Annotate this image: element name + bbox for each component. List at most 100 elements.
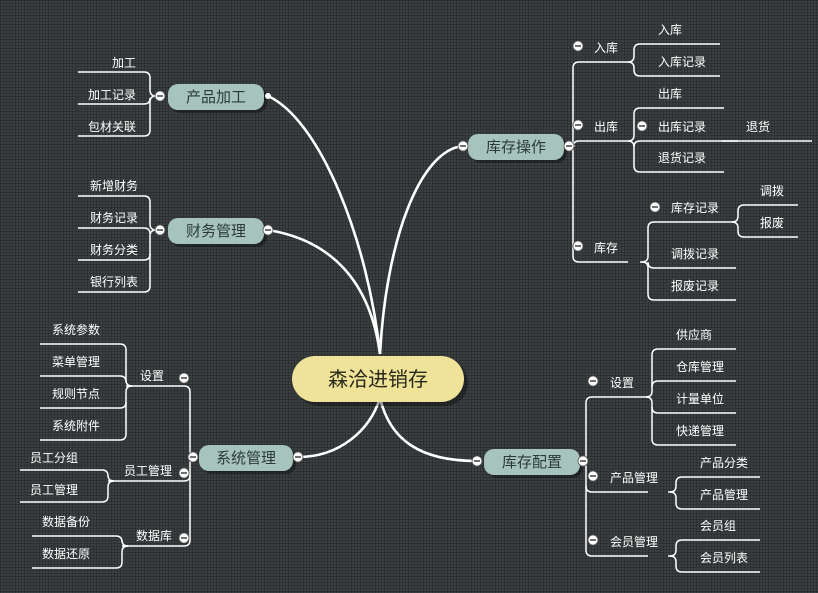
leaf-label[interactable]: 出库 xyxy=(658,86,682,101)
branch-node-b2[interactable] xyxy=(168,218,264,244)
leaf-label[interactable]: 调拨 xyxy=(760,184,784,198)
sub-toggle[interactable] xyxy=(178,467,190,479)
sub-toggle[interactable] xyxy=(587,470,599,482)
spine-system-settings-tick xyxy=(119,401,127,409)
spine-stockin-down xyxy=(627,61,641,77)
branch-node-b4[interactable] xyxy=(468,134,564,160)
leaf-label[interactable]: 员工管理 xyxy=(30,482,78,497)
spine-stock-up xyxy=(640,221,655,263)
leaf-label[interactable]: 入库 xyxy=(658,22,682,37)
branch-node-label[interactable]: 系统管理 xyxy=(216,449,276,467)
spine-cfg-settings-down xyxy=(645,396,659,446)
branch-node-label[interactable]: 产品加工 xyxy=(186,88,246,106)
spine-finance-down xyxy=(143,229,157,293)
leaf-label[interactable]: 供应商 xyxy=(676,327,712,342)
sub-toggle[interactable] xyxy=(572,40,584,52)
spine-cfg-settings-tick xyxy=(651,380,659,388)
leaf-label[interactable]: 员工分组 xyxy=(30,451,78,465)
sub-label[interactable]: 设置 xyxy=(610,376,634,390)
children-toggle-b5[interactable] xyxy=(577,455,589,467)
sub-toggle[interactable] xyxy=(178,372,190,384)
branch-node-b3[interactable] xyxy=(199,445,293,471)
leaf-label[interactable]: 菜单管理 xyxy=(52,354,100,369)
sub-toggle[interactable] xyxy=(636,120,648,132)
children-toggle-b4[interactable] xyxy=(563,140,575,152)
leaf-label[interactable]: 加工记录 xyxy=(88,88,136,102)
leaf-label[interactable]: 财务记录 xyxy=(90,210,138,225)
spine-stockcfg-up xyxy=(579,396,593,462)
sub-toggle[interactable] xyxy=(572,119,584,131)
children-toggle-b3[interactable] xyxy=(187,451,199,463)
collapse-toggle-b2[interactable] xyxy=(262,224,274,236)
sub-toggle[interactable] xyxy=(649,201,661,213)
branch-node-label[interactable]: 库存操作 xyxy=(486,138,546,156)
branch-node-b1[interactable] xyxy=(168,84,264,110)
leaf-label[interactable]: 快递管理 xyxy=(676,423,724,438)
leaf-label[interactable]: 报废记录 xyxy=(671,278,719,293)
leaf-label[interactable]: 入库记录 xyxy=(658,54,706,69)
branch-node-b5[interactable] xyxy=(484,449,580,475)
collapse-toggle-b3[interactable] xyxy=(292,451,304,463)
leaf-label[interactable]: 产品分类 xyxy=(700,456,748,470)
expand-dot-icon xyxy=(265,93,271,99)
collapse-toggle-b5[interactable] xyxy=(471,455,483,467)
spine-cfg-settings-up xyxy=(645,348,659,398)
root-node-label[interactable]: 森洽进销存 xyxy=(328,367,428,391)
leaf-label[interactable]: 规则节点 xyxy=(52,386,100,401)
leaf-label[interactable]: 加工 xyxy=(112,56,136,70)
leaf-label[interactable]: 仓库管理 xyxy=(676,359,724,374)
leaf-label[interactable]: 退货 xyxy=(746,119,770,134)
spine-cfg-settings-tick xyxy=(651,406,659,414)
leaf-label[interactable]: 系统附件 xyxy=(52,419,100,433)
sub-label[interactable]: 库存记录 xyxy=(671,200,719,215)
branch-node-label[interactable]: 库存配置 xyxy=(502,453,562,471)
leaf-label[interactable]: 产品管理 xyxy=(700,487,748,502)
leaf-label[interactable]: 数据还原 xyxy=(42,546,90,561)
spine-transfer-up xyxy=(731,204,745,223)
spine-stock-tick xyxy=(647,261,655,269)
curve-root-to-product xyxy=(267,94,382,355)
sub-toggle[interactable] xyxy=(587,534,599,546)
leaf-label[interactable]: 调拨记录 xyxy=(671,247,719,261)
sub-label[interactable]: 入库 xyxy=(594,40,618,55)
leaf-label[interactable]: 出库记录 xyxy=(658,119,706,134)
leaf-label[interactable]: 银行列表 xyxy=(90,275,138,289)
sub-toggle[interactable] xyxy=(587,375,599,387)
children-toggle-b2[interactable] xyxy=(154,224,166,236)
spine-finance-up xyxy=(143,195,157,231)
sub-label[interactable]: 出库 xyxy=(594,119,618,134)
curve-root-to-stockcfg xyxy=(378,397,478,463)
spine-system-up xyxy=(183,385,197,458)
sub-label[interactable]: 数据库 xyxy=(136,528,172,543)
spine-product-tick xyxy=(143,97,151,105)
leaf-label[interactable]: 计量单位 xyxy=(676,391,724,406)
spine-cfg-product-up xyxy=(668,476,683,493)
branch-node-label[interactable]: 财务管理 xyxy=(186,222,246,240)
leaf-label[interactable]: 会员列表 xyxy=(700,551,748,565)
spine-system-tick xyxy=(183,474,191,482)
sub-label[interactable]: 设置 xyxy=(140,369,164,383)
leaf-label[interactable]: 包材关联 xyxy=(88,120,136,134)
spine-system-settings-down xyxy=(119,385,133,441)
leaf-label[interactable]: 系统参数 xyxy=(52,322,100,337)
leaf-label[interactable]: 报废 xyxy=(760,215,784,230)
sub-toggle[interactable] xyxy=(178,532,190,544)
collapse-toggle-b4[interactable] xyxy=(457,140,469,152)
leaf-label[interactable]: 退货记录 xyxy=(658,150,706,165)
children-toggle-b1[interactable] xyxy=(154,90,166,102)
leaf-label[interactable]: 数据备份 xyxy=(42,514,90,529)
sub-toggle[interactable] xyxy=(572,240,584,252)
leaf-label[interactable]: 财务分类 xyxy=(90,242,138,257)
root-node[interactable] xyxy=(292,356,464,402)
spine-finance-tick xyxy=(143,253,151,261)
leaf-label[interactable]: 会员组 xyxy=(700,519,736,533)
spine-system-db-down xyxy=(115,545,129,569)
sub-label[interactable]: 库存 xyxy=(594,240,618,255)
sub-label[interactable]: 产品管理 xyxy=(610,470,658,485)
sub-label[interactable]: 会员管理 xyxy=(610,534,658,549)
leaf-label[interactable]: 新增财务 xyxy=(90,178,138,193)
spine-system-db-up xyxy=(115,535,129,547)
sub-label[interactable]: 员工管理 xyxy=(124,463,172,478)
